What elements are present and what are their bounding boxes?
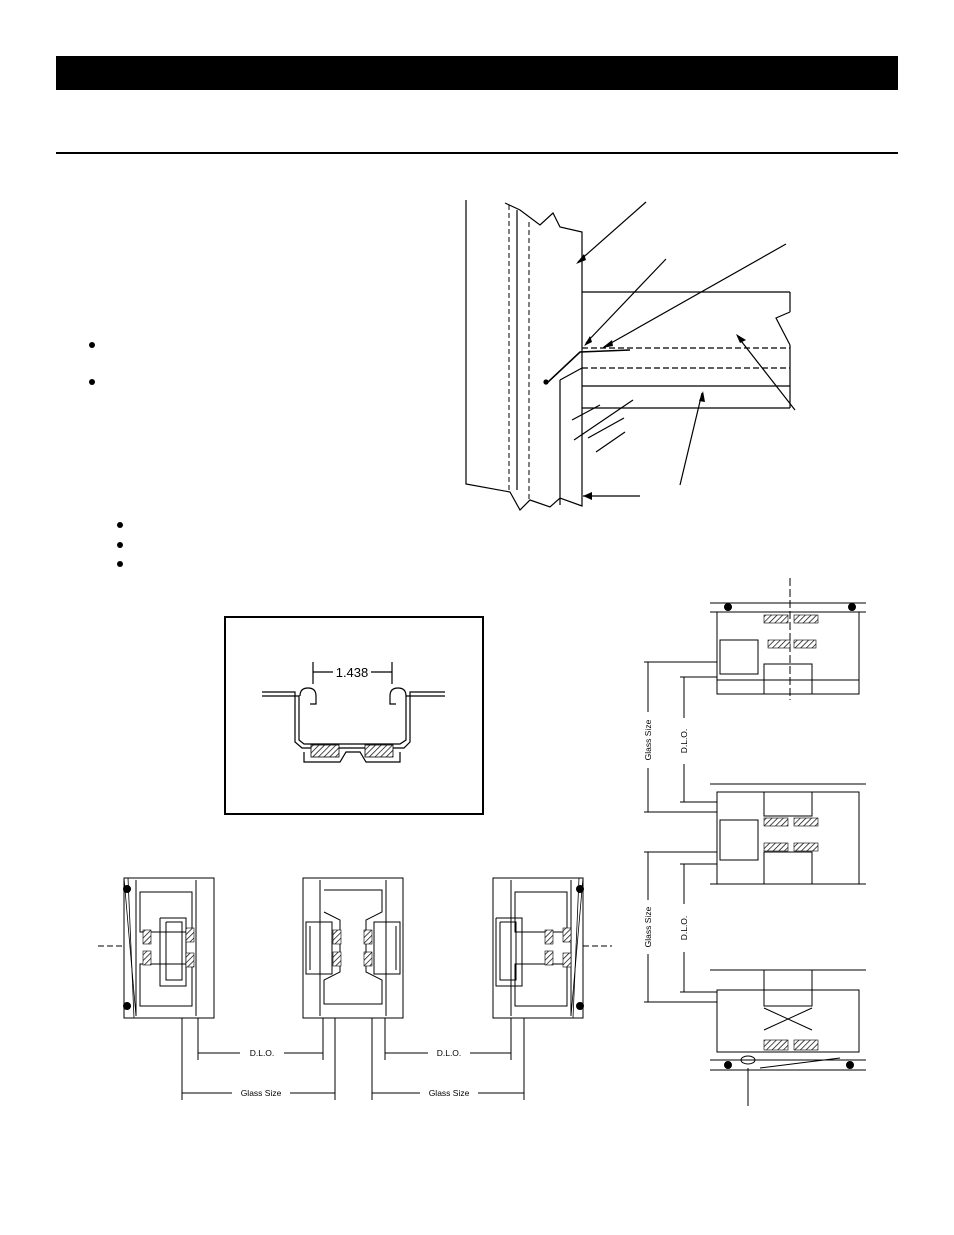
right-dimension-lines [644,661,717,1003]
glass-size-label-top: Glass Size [643,719,653,760]
perspective-drawing [465,200,796,511]
bullet-2 [89,379,95,385]
bullet-3 [117,522,123,528]
mullion-outline [465,200,583,511]
bullet-1 [89,342,95,348]
bullet-5 [117,561,123,567]
glass-size-label-right: Glass Size [429,1088,470,1098]
dlo-label-left: D.L.O. [250,1048,275,1058]
leader-arrowheads [576,254,746,500]
section-right [492,877,612,1019]
section-bottom-right [710,969,866,1106]
section-center [302,877,404,1019]
glass-size-label-left: Glass Size [241,1088,282,1098]
horizontal-rule [56,152,898,154]
section-left [98,877,215,1019]
dlo-label-right: D.L.O. [437,1048,462,1058]
dlo-label-bottom: D.L.O. [679,916,689,941]
inset-detail: 1.438 [224,616,484,815]
inset-dimension-label: 1.438 [336,665,369,680]
section-middle-right [710,783,866,885]
glass-size-label-bottom: Glass Size [643,906,653,947]
header-bar [56,56,898,90]
dlo-label-top: D.L.O. [679,729,689,754]
bottom-dimension-lines [181,1018,525,1100]
section-top-right [710,578,866,700]
bullet-4 [117,542,123,548]
